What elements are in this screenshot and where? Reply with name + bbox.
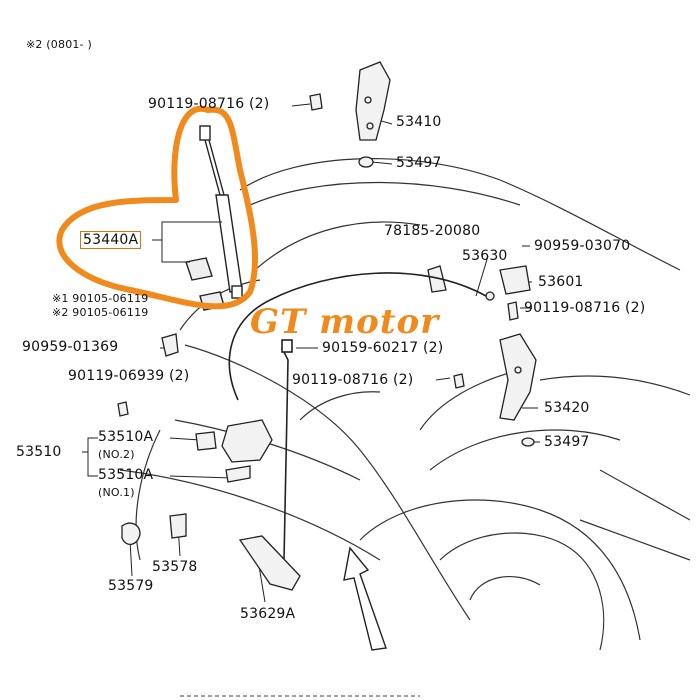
part-label-bolt-note-2[interactable]: ※2 90105-06119 bbox=[52, 306, 149, 319]
part-label-hinge-upper[interactable]: 53410 bbox=[396, 114, 442, 130]
part-label-lever[interactable]: 53629A bbox=[240, 606, 296, 622]
leader-lines bbox=[82, 103, 540, 603]
part-label-support-stay[interactable]: 53440A bbox=[80, 231, 142, 249]
part-label-bolt-center-a[interactable]: 90159-60217 (2) bbox=[322, 340, 444, 356]
header-note: ※2 (0801- ) bbox=[26, 38, 92, 51]
part-label-bolt-left[interactable]: 90119-06939 (2) bbox=[68, 368, 190, 384]
part-label-bolt-right[interactable]: 90119-08716 (2) bbox=[524, 300, 646, 316]
part-label-clip-left[interactable]: 90959-01369 bbox=[22, 339, 119, 355]
part-label-lock-group[interactable]: 53510 bbox=[16, 444, 62, 460]
hood-support-stay-drawing bbox=[185, 125, 243, 311]
part-label-bumper[interactable]: 53578 bbox=[152, 559, 198, 575]
direction-arrow bbox=[343, 546, 387, 651]
part-label-lock-no2[interactable]: 53510A bbox=[98, 429, 154, 445]
part-label-cushion-lower[interactable]: 53497 bbox=[544, 434, 590, 450]
hood-hinge-upper-drawing bbox=[309, 61, 391, 168]
part-label-cap[interactable]: 53579 bbox=[108, 578, 154, 594]
part-label-cable[interactable]: 53630 bbox=[462, 248, 508, 264]
part-label-clip-cable[interactable]: 78185-20080 bbox=[384, 223, 481, 239]
part-note-lock-no1: (NO.1) bbox=[98, 486, 135, 499]
release-cable-drawing bbox=[228, 272, 487, 561]
part-label-hinge-lower[interactable]: 53420 bbox=[544, 400, 590, 416]
orange-highlight-outline bbox=[56, 105, 258, 310]
part-label-bolt-center-b[interactable]: 90119-08716 (2) bbox=[292, 372, 414, 388]
part-label-bolt-note-1[interactable]: ※1 90105-06119 bbox=[52, 292, 149, 305]
part-label-clip-right[interactable]: 90959-03070 bbox=[534, 238, 631, 254]
part-label-lock-no1[interactable]: 53510A bbox=[98, 467, 154, 483]
part-label-cushion-upper[interactable]: 53497 bbox=[396, 155, 442, 171]
hood-hinge-lower-drawing bbox=[427, 265, 537, 447]
hood-lock-drawing bbox=[117, 333, 465, 591]
part-label-bolt-top[interactable]: 90119-08716 (2) bbox=[148, 96, 270, 112]
part-note-lock-no2: (NO.2) bbox=[98, 448, 135, 461]
watermark-text: GT motor bbox=[250, 302, 440, 342]
part-label-hinge-upper-right[interactable]: 53601 bbox=[538, 274, 584, 290]
